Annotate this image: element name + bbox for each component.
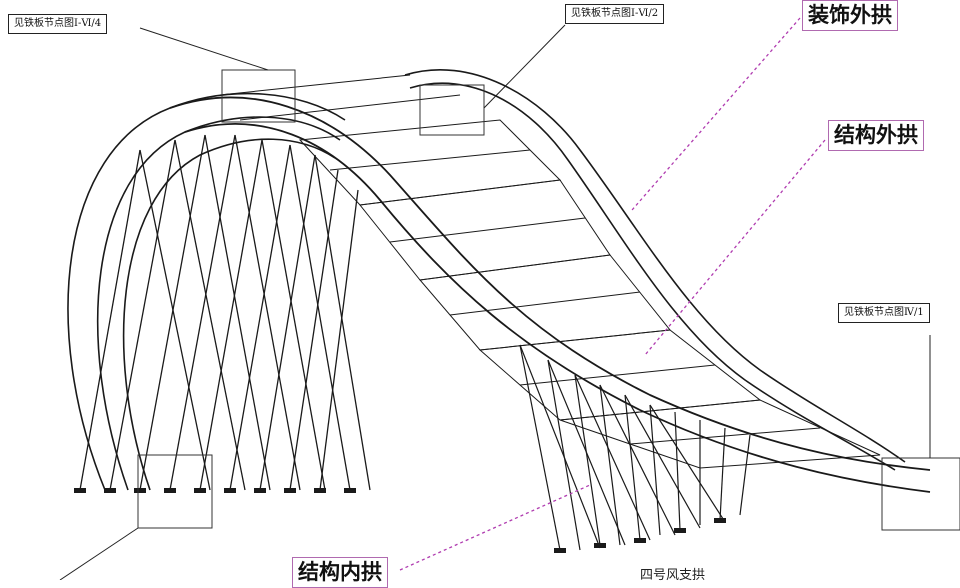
deck-rib-1 (329, 149, 531, 171)
detail-box-top-center (419, 84, 485, 136)
leader-bottom-left (59, 527, 139, 581)
callout-detail-right: 见铁板节点图Ⅳ/1 (838, 303, 930, 323)
decorative-outer-arch (404, 69, 906, 471)
base-feet (74, 488, 726, 553)
drawing-caption: 四号风支拱 (640, 568, 706, 583)
label-structural-inner-arch: 结构内拱 (292, 557, 388, 588)
leader-decorative-arch (631, 17, 801, 211)
callout-leaders (59, 24, 931, 581)
upper-frame-grid (219, 74, 881, 469)
lattice-columns-left (79, 134, 371, 491)
lattice-columns-right (519, 344, 751, 551)
detail-box-top-left (221, 69, 296, 123)
deck-grid-3 (419, 254, 671, 351)
structural-outer-arch (169, 96, 931, 493)
leader-top-center (483, 24, 566, 109)
outer-arch-bottom-edge (184, 123, 931, 493)
decorative-arch-inner (409, 82, 896, 471)
inner-arch-rear-curve (122, 138, 336, 491)
callout-detail-top-left: 见铁板节点图Ⅰ-Ⅵ/4 (8, 14, 108, 34)
leader-top-left (139, 27, 269, 71)
leader-structural-outer-arch (644, 139, 826, 356)
inner-arch-inner-curve (96, 116, 341, 491)
deck-grid-1 (298, 119, 562, 206)
callout-detail-top-center: 见铁板节点图Ⅰ-Ⅵ/2 (565, 4, 665, 24)
detail-box-right (881, 457, 960, 531)
outer-arch-top-edge (169, 96, 931, 471)
inner-arch-outer-curve (67, 92, 346, 491)
deck-rib-4 (519, 364, 716, 386)
magenta-leaders (399, 17, 826, 571)
label-decorative-outer-arch: 装饰外拱 (802, 0, 898, 31)
leader-structural-inner-arch (399, 484, 591, 571)
deck-rib-3 (449, 291, 641, 316)
detail-box-bottom-left (137, 454, 213, 529)
decorative-arch-outer (404, 69, 906, 463)
deck-rib-2 (389, 217, 586, 243)
deck-outline-top (219, 74, 411, 96)
label-structural-outer-arch: 结构外拱 (828, 120, 924, 151)
inner-arch-frame (67, 92, 346, 491)
deck-outline-mid (239, 94, 461, 121)
detail-boxes (137, 69, 960, 531)
